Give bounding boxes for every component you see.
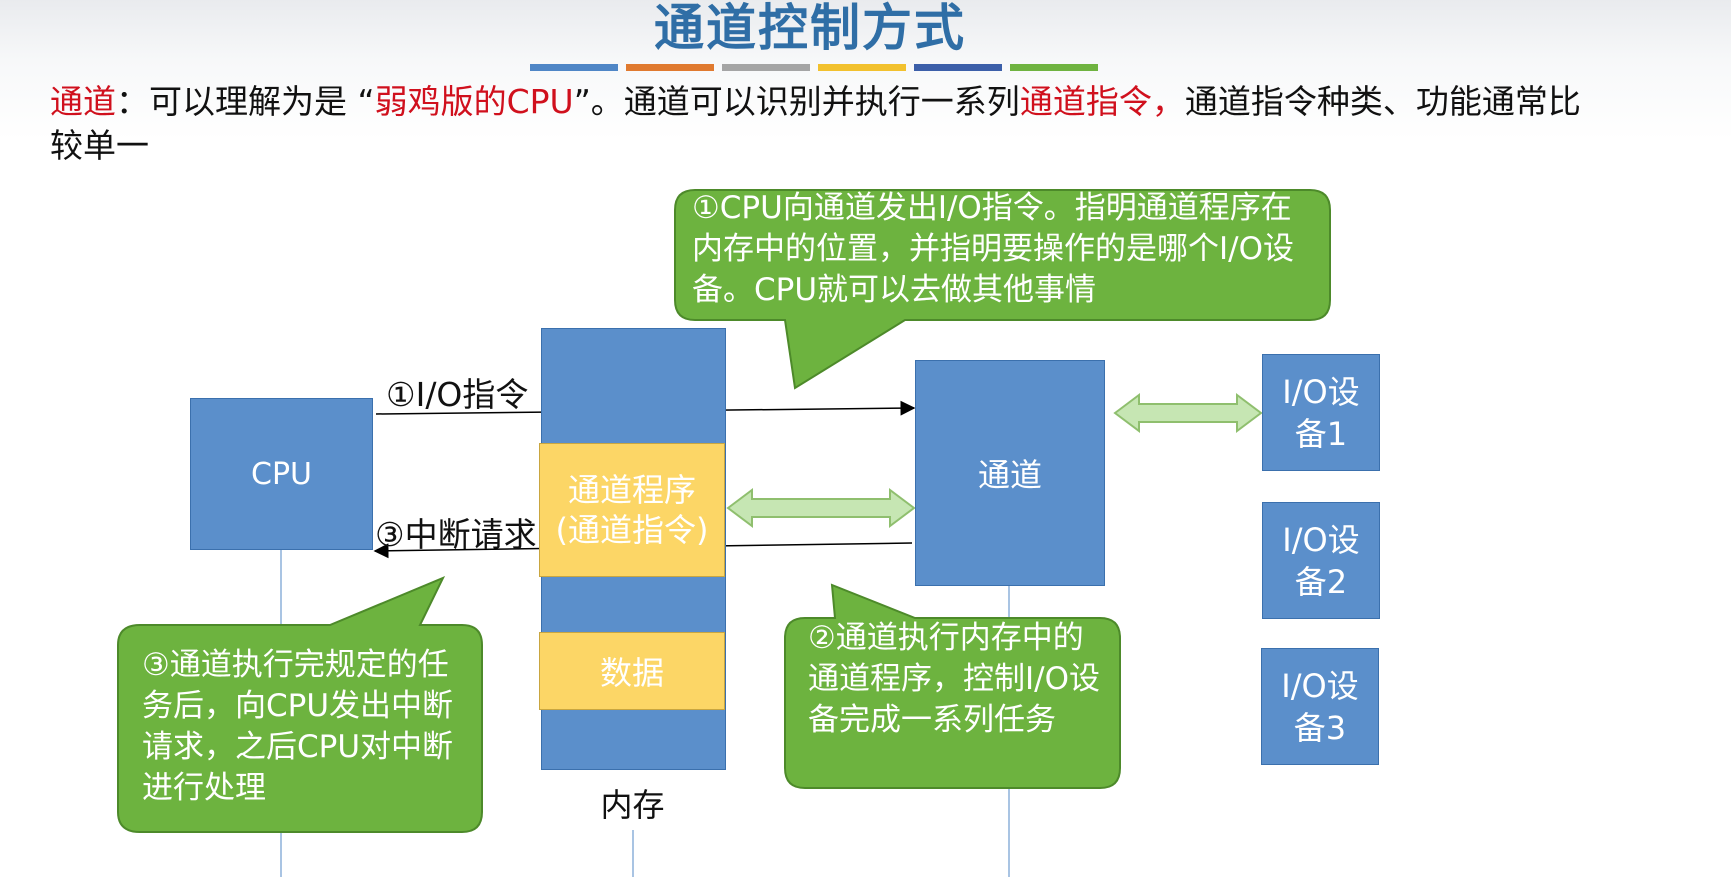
intro-term: 通道 [50, 82, 116, 121]
io-device-1: I/O设备1 [1262, 354, 1380, 471]
callout-step2-bubble [784, 583, 1121, 789]
io-device-2: I/O设备2 [1262, 502, 1380, 619]
channel-device-double-arrow [1113, 393, 1263, 433]
title-color-segment-3 [722, 64, 810, 71]
io-device-2-line2: 备2 [1294, 562, 1348, 601]
intro-part2: ”。通道可以识别并执行一系列 [573, 82, 1020, 121]
title-color-segment-4 [818, 64, 906, 71]
memory-channel-double-arrow [726, 488, 916, 528]
callout-step1-text: ①CPU向通道发出I/O指令。指明通道程序在内存中的位置，并指明要操作的是哪个I… [692, 190, 1294, 308]
channel-program-line1: 通道程序 [567, 471, 696, 509]
io-device-1-line2: 备1 [1294, 414, 1348, 453]
io-device-3: I/O设备3 [1261, 648, 1379, 765]
page-title: 通道控制方式 [654, 0, 966, 57]
callout-step1-bubble [674, 189, 1331, 390]
callout-step3-text: ③通道执行完规定的任务后，向CPU发出中断请求，之后CPU对中断进行处理 [142, 647, 454, 806]
io-device-1-line1: I/O设 [1282, 372, 1360, 411]
memory-label: 内存 [600, 786, 665, 824]
channel-box: 通道 [915, 360, 1105, 586]
callout-step3-bubble [117, 576, 483, 833]
channel-program-line2: (通道指令) [555, 511, 709, 549]
cpu-box: CPU [190, 398, 373, 550]
intro-part1: ：可以理解为是 “ [116, 82, 375, 121]
channel-program-block: 通道程序 (通道指令) [539, 443, 725, 577]
title-color-segment-6 [1010, 64, 1098, 71]
io-device-2-line1: I/O设 [1282, 520, 1360, 559]
title-color-segment-1 [530, 64, 618, 71]
title-color-segment-2 [626, 64, 714, 71]
io-device-3-line1: I/O设 [1281, 666, 1359, 705]
interrupt-request-label: ③中断请求 [375, 515, 537, 554]
intro-paragraph: 通道：可以理解为是 “弱鸡版的CPU”。通道可以识别并执行一系列通道指令，通道指… [50, 80, 1610, 168]
title-color-bar [530, 64, 1098, 71]
data-block: 数据 [539, 632, 725, 710]
intro-highlight2: 通道指令， [1019, 82, 1185, 121]
io-device-3-line2: 备3 [1293, 708, 1347, 747]
title-color-segment-5 [914, 64, 1002, 71]
intro-highlight1: 弱鸡版的CPU [374, 82, 574, 121]
intro-part3: 通道指令种类、功能通常比较单一 [50, 82, 1581, 165]
io-instruction-label: ①I/O指令 [386, 375, 529, 414]
callout-step2-text: ②通道执行内存中的通道程序，控制I/O设备完成一系列任务 [808, 620, 1100, 738]
